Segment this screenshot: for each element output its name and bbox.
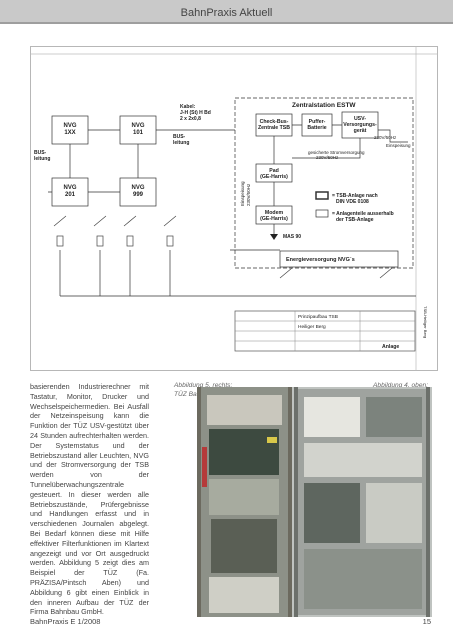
svg-text:Heiliger Berg: Heiliger Berg (298, 324, 326, 330)
energy-supply-box (279, 250, 399, 268)
page-header: BahnPraxis Aktuell (0, 0, 453, 24)
svg-text:Puffer-: Puffer- (309, 119, 326, 125)
legend-external-swatch (315, 209, 329, 218)
svg-text:Versorgungs-: Versorgungs- (343, 122, 377, 128)
bus-label-left: BUS- (34, 150, 47, 156)
svg-text:Energieversorgung NVG`s: Energieversorgung NVG`s (286, 257, 355, 263)
svg-text:gerät: gerät (354, 128, 367, 134)
page-header-title: BahnPraxis Aktuell (180, 7, 273, 19)
svg-text:MAS 90: MAS 90 (283, 234, 301, 240)
svg-text:Check-Bus-: Check-Bus- (260, 119, 289, 125)
svg-text:leitung: leitung (34, 156, 50, 162)
nvg-201-label: NVG (63, 185, 76, 191)
svg-text:999: 999 (133, 192, 144, 198)
svg-text:USV-: USV- (354, 116, 366, 122)
svg-text:Einspeisung: Einspeisung (386, 143, 411, 148)
legend-tsb-text: = TSB-Anlage nach (332, 193, 378, 199)
nvg-999-label: NVG (131, 185, 144, 191)
svg-text:Zentrale TSB: Zentrale TSB (258, 125, 290, 131)
bus-label-mid: BUS- (173, 134, 186, 140)
svg-text:Pad: Pad (269, 168, 279, 174)
svg-text:der TSB-Anlage: der TSB-Anlage (336, 217, 374, 223)
svg-text:Batterie: Batterie (307, 125, 326, 131)
svg-text:gesicherte Stromversorgung: gesicherte Stromversorgung (308, 150, 365, 155)
svg-text:101: 101 (133, 130, 144, 136)
nvg-1xx-label: NVG (63, 123, 76, 129)
central-station-title: Zentralstation ESTW (292, 102, 356, 109)
svg-text:Einspeisung: Einspeisung (240, 181, 245, 206)
svg-text:Anlage: Anlage (382, 344, 399, 350)
svg-text:leitung: leitung (173, 140, 189, 146)
svg-text:230V/50Hz: 230V/50Hz (316, 155, 339, 160)
footer-page-number: 15 (422, 617, 431, 626)
footer-publication: BahnPraxis E 1/2008 (30, 617, 101, 626)
svg-text:Prinzipaufbau TSB: Prinzipaufbau TSB (298, 314, 338, 320)
svg-text:Modem: Modem (265, 210, 284, 216)
article-body-text: basierenden Industrierechner mit Tastatu… (30, 382, 149, 617)
svg-text:2 x 2x0,8: 2 x 2x0,8 (180, 116, 201, 122)
legend-tsb-swatch (315, 191, 329, 200)
svg-text:201: 201 (65, 192, 76, 198)
svg-text:1XX: 1XX (64, 130, 75, 136)
svg-text:(GE-Harris): (GE-Harris) (260, 174, 288, 180)
header-divider (0, 22, 453, 24)
legend-external-text: = Anlagenteile ausserhalb (332, 211, 394, 217)
svg-text:230V/50Hz: 230V/50Hz (374, 135, 397, 140)
svg-text:(GE-Harris): (GE-Harris) (260, 216, 288, 222)
nvg-101-label: NVG (131, 123, 144, 129)
tsb-schematic-diagram: NVG 1XX NVG 101 NVG 201 NVG 999 BUS- lei… (30, 46, 438, 371)
svg-text:TSB-Heiliger Berg: TSB-Heiliger Berg (423, 306, 428, 338)
svg-text:J-H (St) H Bd: J-H (St) H Bd (180, 110, 211, 116)
tuz-cabinet-open-photo (197, 387, 292, 617)
cable-label: Kabel: (180, 104, 196, 110)
svg-text:230V/50Hz: 230V/50Hz (246, 183, 251, 206)
tuz-cabinet-interior-photo (292, 387, 432, 617)
svg-text:DIN VDE 0108: DIN VDE 0108 (336, 199, 369, 205)
